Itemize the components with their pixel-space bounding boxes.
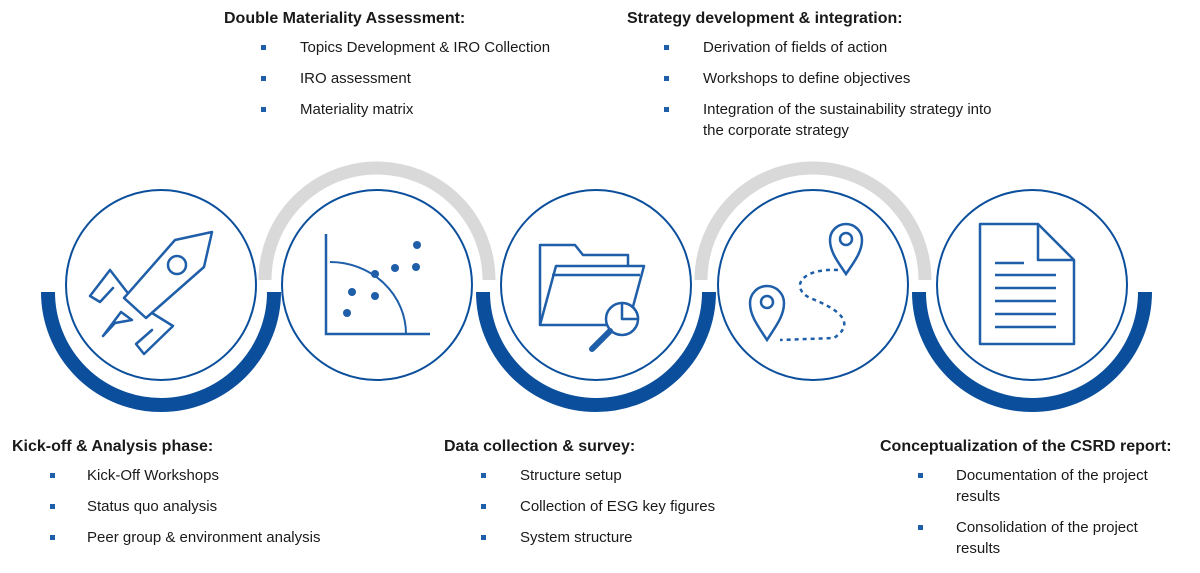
list-item: Kick-Off Workshops: [12, 465, 320, 486]
list-item: Collection of ESG key figures: [444, 496, 715, 517]
materiality-block: Double Materiality Assessment: Topics De…: [224, 10, 550, 130]
strategy-title: Strategy development & integration:: [627, 10, 903, 27]
step-4-arc: [694, 161, 932, 281]
rocket-icon: [88, 230, 214, 356]
list-item: Workshops to define objectives: [627, 68, 1007, 89]
list-item: Structure setup: [444, 465, 715, 486]
list-item: IRO assessment: [224, 68, 550, 89]
step-1-circle: [65, 189, 257, 381]
data-list: Structure setup Collection of ESG key fi…: [444, 465, 715, 548]
list-item: Consolidation of the project results: [880, 517, 1180, 559]
materiality-list: Topics Development & IRO Collection IRO …: [224, 37, 550, 120]
step-1-arc: [41, 291, 281, 412]
step-2-arc: [258, 161, 496, 281]
step-3-circle: [500, 189, 692, 381]
report-block: Conceptualization of the CSRD report: Do…: [880, 438, 1180, 569]
step-3-arc: [476, 291, 716, 412]
kickoff-block: Kick-off & Analysis phase: Kick-Off Work…: [12, 438, 320, 558]
strategy-block: Strategy development & integration: Deri…: [627, 10, 1007, 151]
step-5-arc: [912, 291, 1152, 412]
data-title: Data collection & survey:: [444, 438, 636, 455]
data-block: Data collection & survey: Structure setu…: [444, 438, 715, 558]
scatter-plot-icon: [324, 234, 430, 336]
list-item: Materiality matrix: [224, 99, 550, 120]
step-4-circle: [717, 189, 909, 381]
list-item: Documentation of the project results: [880, 465, 1180, 507]
list-item: Peer group & environment analysis: [12, 527, 320, 548]
kickoff-title: Kick-off & Analysis phase:: [12, 438, 214, 455]
list-item: Integration of the sustainability strate…: [627, 99, 1007, 141]
list-item: Derivation of fields of action: [627, 37, 1007, 58]
folder-search-icon: [538, 243, 646, 352]
route-pins-icon: [748, 222, 864, 343]
step-5-circle: [936, 189, 1128, 381]
kickoff-list: Kick-Off Workshops Status quo analysis P…: [12, 465, 320, 548]
report-list: Documentation of the project results Con…: [880, 465, 1180, 559]
document-icon: [978, 222, 1076, 346]
strategy-list: Derivation of fields of action Workshops…: [627, 37, 1007, 141]
step-2-circle: [281, 189, 473, 381]
materiality-title: Double Materiality Assessment:: [224, 10, 466, 27]
list-item: Topics Development & IRO Collection: [224, 37, 550, 58]
report-title: Conceptualization of the CSRD report:: [880, 438, 1172, 455]
list-item: System structure: [444, 527, 715, 548]
list-item: Status quo analysis: [12, 496, 320, 517]
